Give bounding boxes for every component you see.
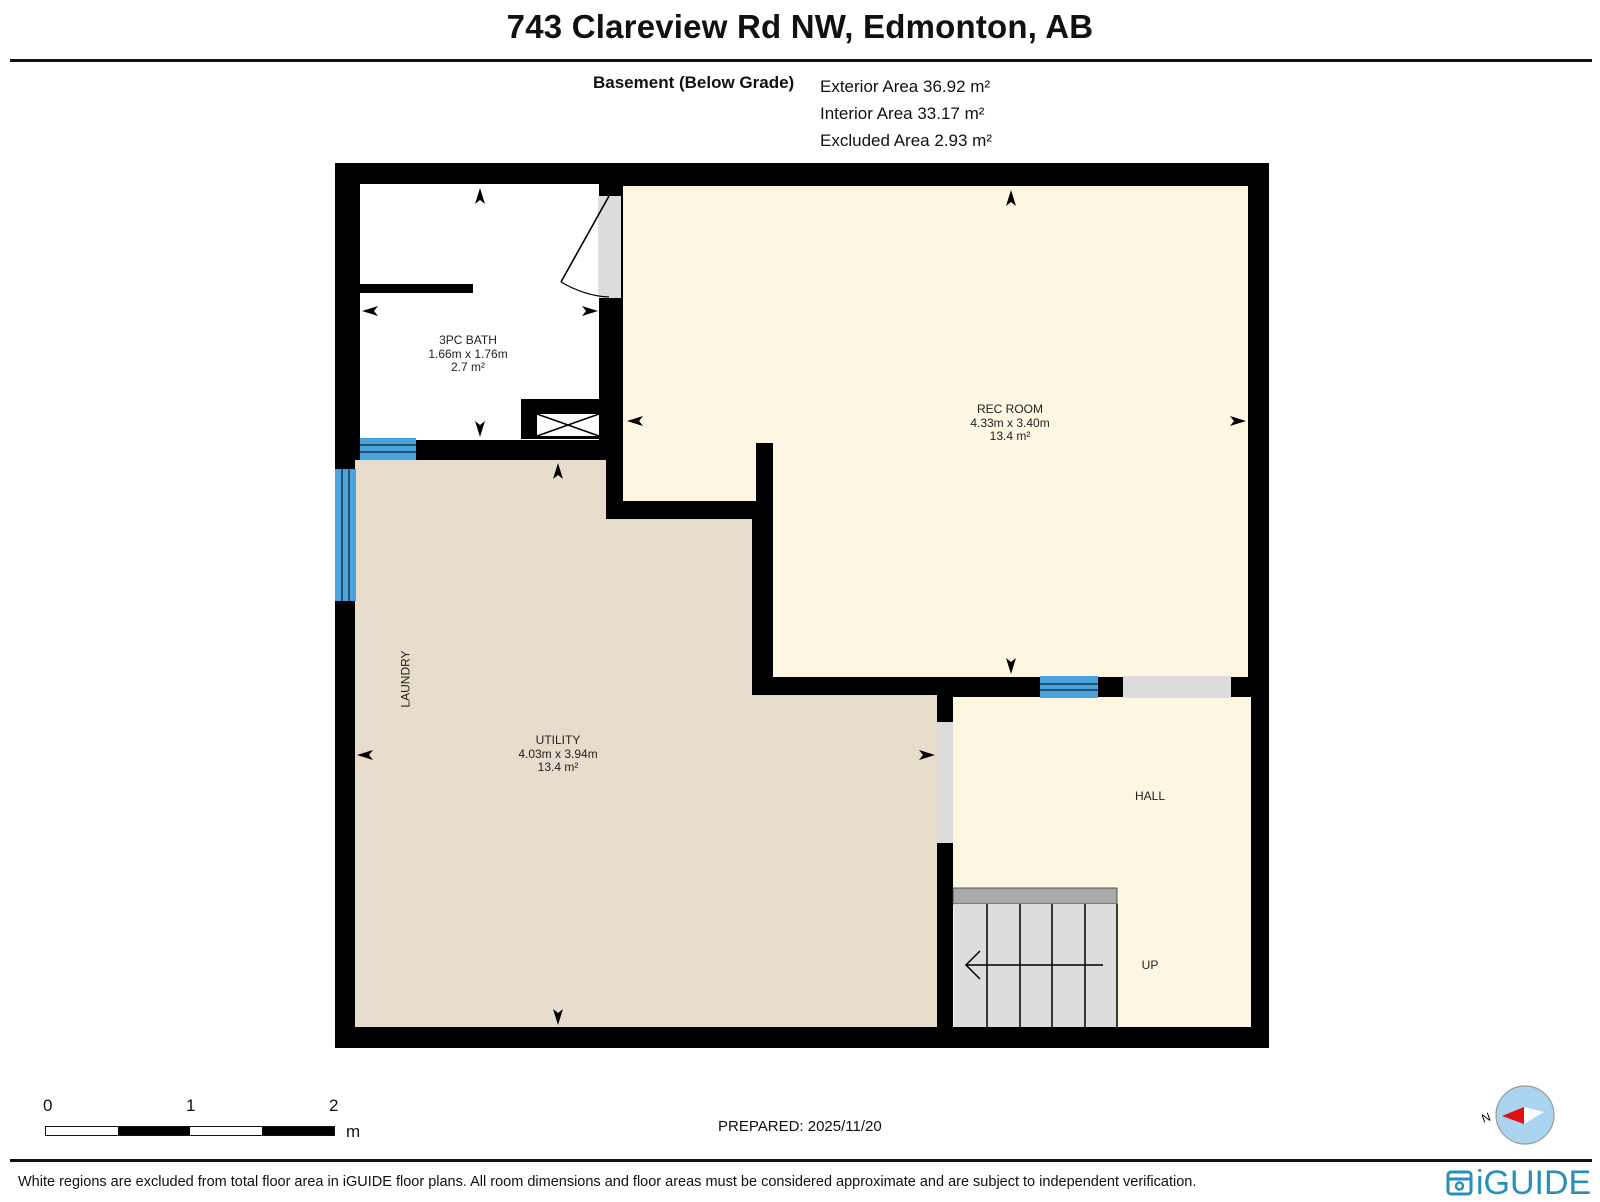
prepared-date: PREPARED: 2025/11/20 [718,1118,882,1135]
scale-bar-segments [45,1126,335,1136]
stairs [952,887,1118,1027]
scale-unit: m [346,1122,361,1141]
area-summary: Exterior Area 36.92 m² Interior Area 33.… [820,73,992,154]
bath-door-swing [560,281,610,298]
hall-rec-opening [1123,676,1231,698]
disclaimer: White regions are excluded from total fl… [18,1174,1197,1190]
room-label-hall: HALL [1134,789,1166,803]
property-address-title: 743 Clareview Rd NW, Edmonton, AB [506,8,1094,45]
scale-tick-1: 1 [186,1096,196,1115]
compass-north-label: N [1480,1110,1493,1126]
exterior-area: Exterior Area 36.92 m² [820,77,991,96]
stairs-up-label: UP [1141,958,1159,972]
bath-floor [360,184,599,440]
utility-hall-opening [937,722,953,843]
bath-door-opening [598,196,621,298]
scale-tick-2: 2 [329,1096,339,1115]
bath-partition [360,284,473,293]
window-bath-bottom [360,438,416,460]
window-utility-left [335,469,356,601]
room-label-rec-room: REC ROOM 4.33m x 3.40m 13.4 m² [970,402,1050,443]
north-compass: N [1480,1080,1570,1155]
iguide-logo-icon [1446,1170,1473,1196]
room-label-laundry: LAUNDRY [398,650,413,708]
header-divider [10,59,1592,62]
dimension-markers [357,188,1246,1025]
utility-floor [355,460,937,1027]
footer-divider [10,1159,1592,1162]
scale-tick-0: 0 [43,1096,53,1115]
bath-door-leaf [560,195,610,283]
interior-area: Interior Area 33.17 m² [820,104,985,123]
floor-label: Basement (Below Grade) [593,73,795,92]
window-hall-top [1040,676,1098,698]
iguide-logo: iGUIDE [1446,1166,1591,1200]
excluded-area: Excluded Area 2.93 m² [820,131,992,150]
iguide-logo-text: iGUIDE [1476,1164,1592,1202]
rec-room-floor [623,186,1248,677]
room-label-utility: UTILITY 4.03m x 3.94m 13.4 m² [518,733,598,774]
room-label-bath: 3PC BATH 1.66m x 1.76m 2.7 m² [428,333,508,374]
